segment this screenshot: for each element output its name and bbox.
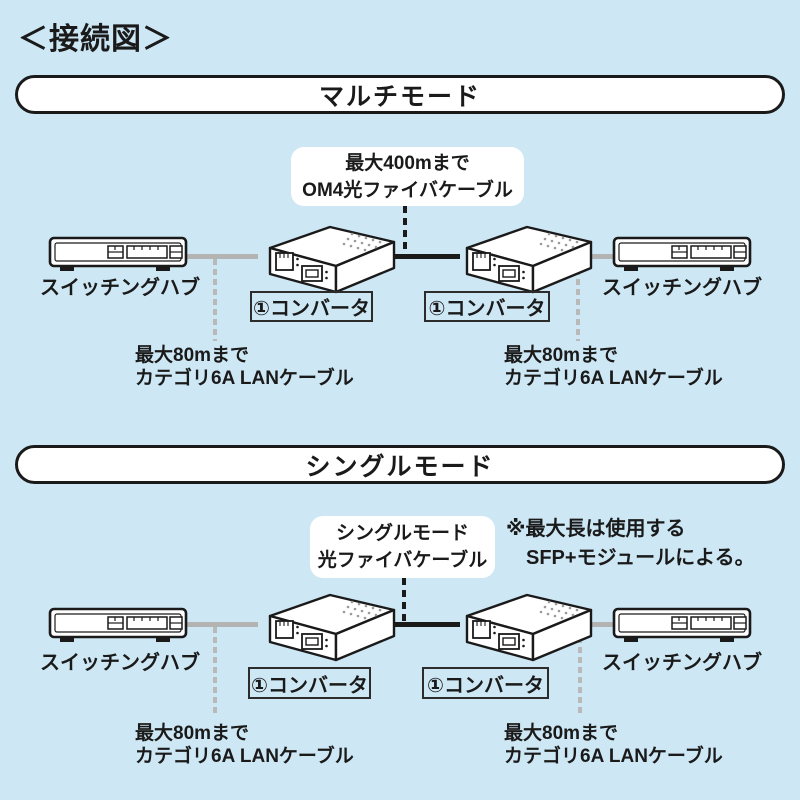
section-header-label: シングルモード	[305, 452, 495, 481]
fiber-cable-line	[350, 622, 460, 627]
callout-line2: 光ファイバケーブル	[317, 550, 488, 571]
cable-guide-dash-left	[213, 627, 217, 713]
hub-label-right: スイッチングハブ	[602, 277, 762, 299]
callout-connector-dash	[403, 206, 407, 256]
footnote-line2: SFP+モジュールによる。	[526, 547, 755, 569]
section-header-label: マルチモード	[318, 82, 481, 111]
cable-guide-dash-right	[576, 259, 580, 341]
lan-cable-line-left	[183, 622, 258, 627]
converter-label-left: ①コンバータ	[248, 667, 371, 699]
callout-line1: 最大400mまで	[345, 152, 470, 174]
page-title: ＜接続図＞	[18, 23, 173, 56]
callout-connector-dash	[402, 578, 406, 624]
hub-label-left: スイッチングハブ	[40, 277, 200, 299]
note-line2: カテゴリ6A LANケーブル	[504, 746, 723, 767]
switching-hub-left-illustration	[48, 607, 188, 649]
converter-label-text: ①コンバータ	[428, 298, 546, 320]
note-line1: 最大80mまで	[135, 345, 250, 366]
section-header-multimode: マルチモード	[15, 75, 785, 114]
media-converter-left-illustration	[240, 590, 400, 672]
note-line1: 最大80mまで	[504, 723, 619, 744]
footnote-line1: ※最大長は使用する	[506, 518, 686, 540]
fiber-cable-callout: 最大400mまで OM4光ファイバケーブル	[291, 147, 524, 206]
converter-label-text: ①コンバータ	[427, 674, 544, 697]
fiber-cable-callout: シングルモード 光ファイバケーブル	[310, 516, 495, 578]
callout-line2: OM4光ファイバケーブル	[302, 179, 513, 201]
note-line2: カテゴリ6A LANケーブル	[135, 368, 354, 389]
note-line1: 最大80mまで	[504, 345, 619, 366]
converter-label-text: ①コンバータ	[251, 674, 368, 697]
hub-label-right: スイッチングハブ	[602, 652, 762, 674]
lan-cable-note-right: 最大80mまで カテゴリ6A LANケーブル	[504, 344, 723, 390]
note-line2: カテゴリ6A LANケーブル	[135, 746, 354, 767]
converter-label-left: ①コンバータ	[250, 291, 373, 322]
lan-cable-line-left	[183, 254, 258, 259]
cable-guide-dash-left	[213, 259, 217, 341]
callout-line1: シングルモード	[335, 523, 469, 544]
sfp-module-footnote: ※最大長は使用する SFP+モジュールによる。	[506, 515, 755, 573]
converter-label-right: ①コンバータ	[424, 291, 550, 322]
note-line1: 最大80mまで	[135, 723, 250, 744]
section-header-singlemode: シングルモード	[15, 445, 785, 484]
cable-guide-dash-right	[578, 627, 582, 713]
fiber-cable-line	[350, 254, 460, 259]
media-converter-right-illustration	[437, 590, 597, 672]
lan-cable-note-left: 最大80mまで カテゴリ6A LANケーブル	[135, 344, 354, 390]
lan-cable-note-left: 最大80mまで カテゴリ6A LANケーブル	[135, 722, 354, 768]
hub-label-left: スイッチングハブ	[40, 652, 200, 674]
converter-label-text: ①コンバータ	[253, 298, 370, 320]
converter-label-right: ①コンバータ	[422, 667, 549, 699]
note-line2: カテゴリ6A LANケーブル	[504, 368, 723, 389]
switching-hub-right-illustration	[612, 607, 752, 649]
lan-cable-note-right: 最大80mまで カテゴリ6A LANケーブル	[504, 722, 723, 768]
